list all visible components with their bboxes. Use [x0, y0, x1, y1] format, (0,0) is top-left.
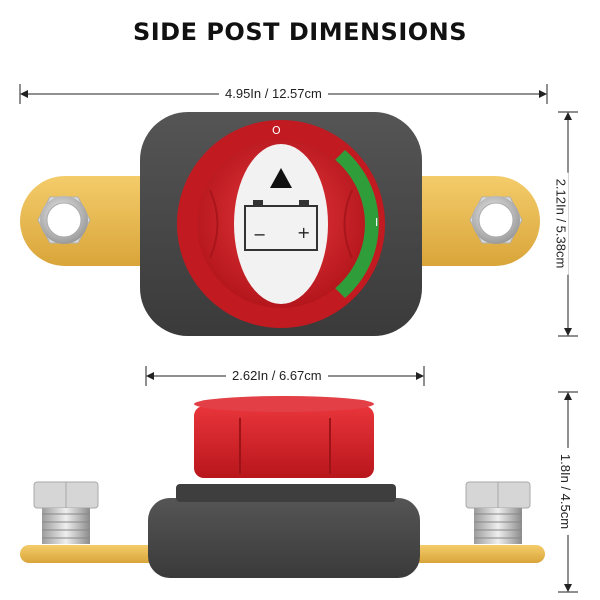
right-terminal-nut — [469, 196, 523, 244]
side-view-switch — [20, 396, 545, 578]
top-width-label: 4.95In / 12.57cm — [219, 86, 328, 101]
knob-label-plate — [234, 144, 328, 304]
pointer-triangle-icon — [270, 168, 292, 188]
side-housing — [148, 498, 420, 578]
page-title: SIDE POST DIMENSIONS — [132, 18, 468, 46]
side-width-label: 2.62In / 6.67cm — [226, 368, 328, 383]
side-knob — [194, 406, 374, 478]
right-bolt — [465, 481, 531, 544]
side-knob-top — [194, 396, 374, 412]
off-symbol: O — [272, 124, 281, 137]
on-indicator-arc — [335, 150, 379, 298]
left-bolt — [33, 481, 99, 544]
top-view-switch — [20, 112, 540, 336]
top-height-label: 2.12In / 5.38cm — [553, 172, 569, 275]
battery-icon — [244, 200, 318, 251]
minus-symbol: − — [253, 225, 267, 244]
left-terminal-nut — [37, 196, 91, 244]
side-collar — [176, 484, 396, 502]
on-symbol: I — [375, 216, 379, 229]
plus-symbol: + — [297, 223, 311, 242]
side-height-label: 1.8In / 4.5cm — [558, 447, 574, 536]
